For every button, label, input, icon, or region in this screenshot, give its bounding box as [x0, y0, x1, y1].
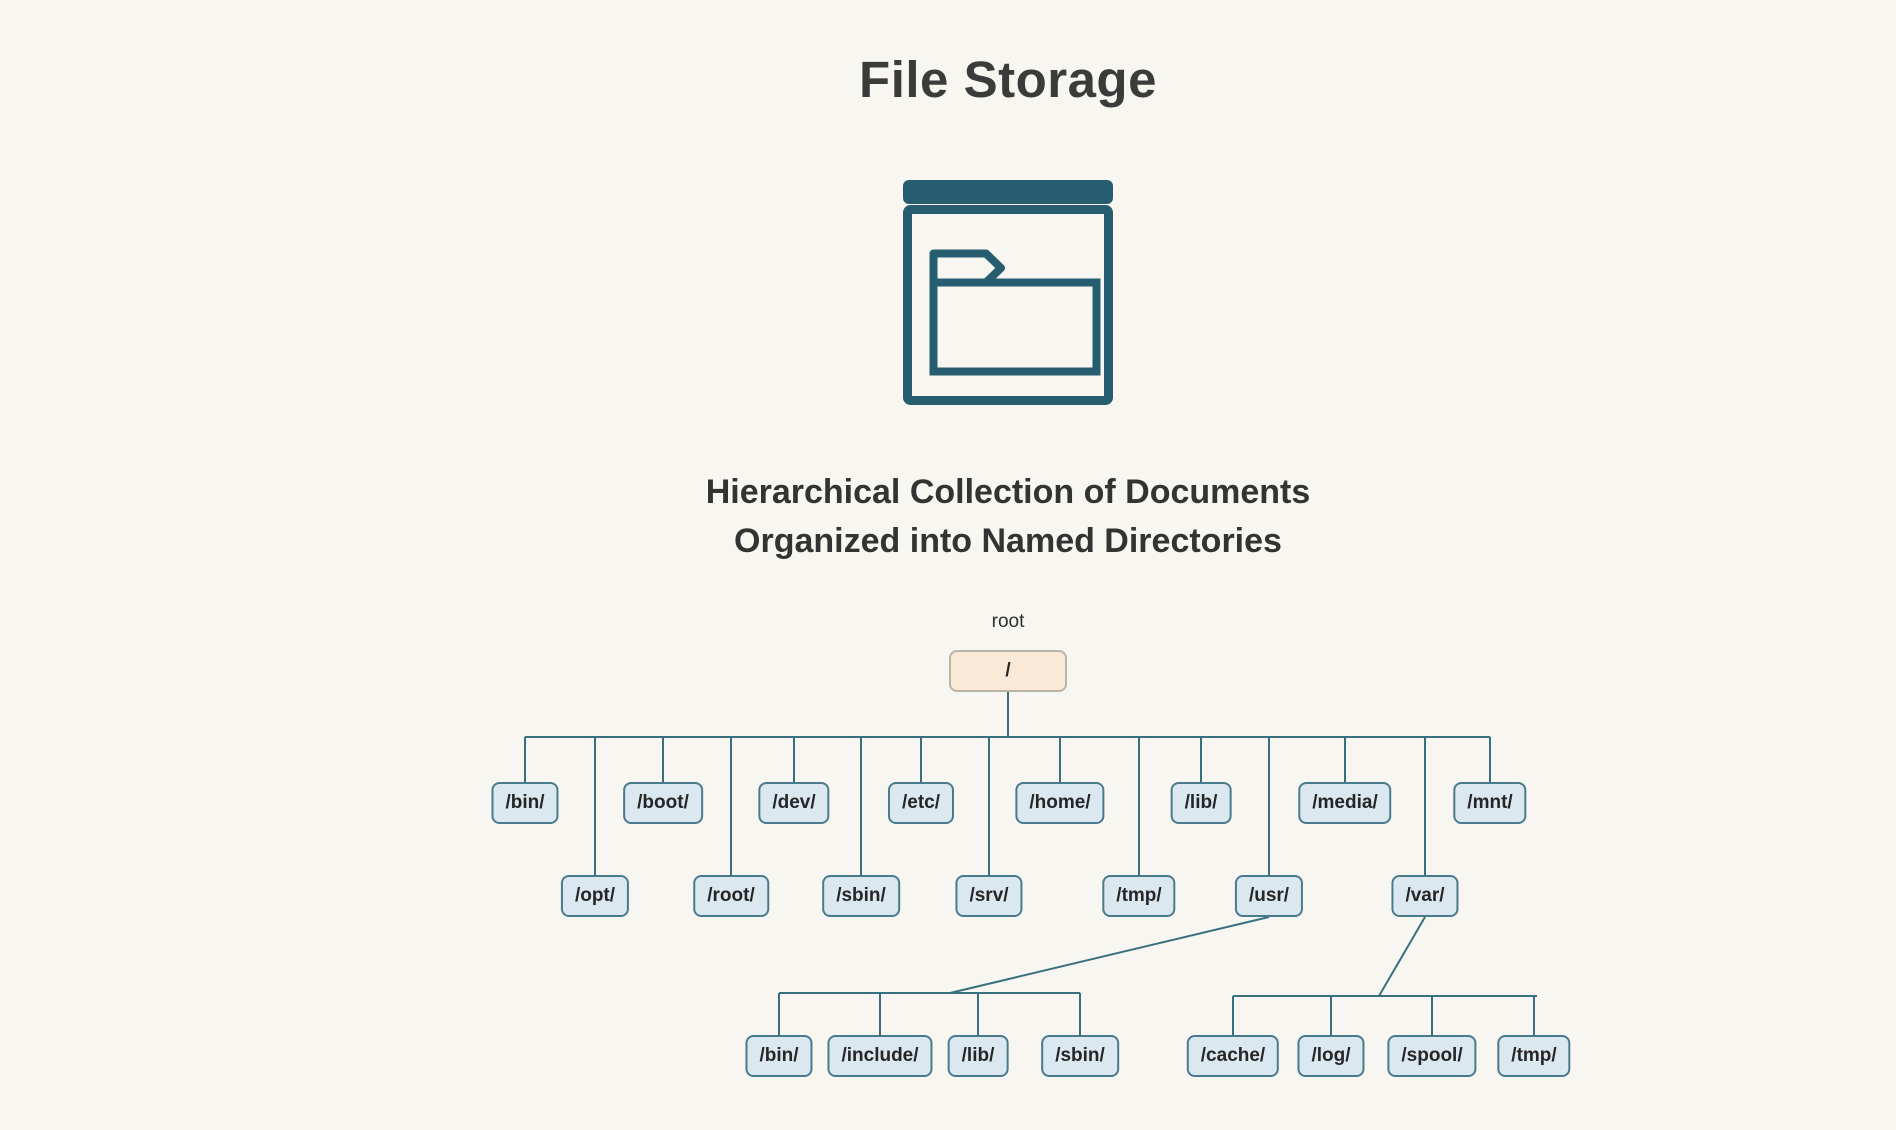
var-child-cache-node: /cache/: [1186, 1035, 1280, 1077]
root-child-sbin-node: /sbin/: [822, 875, 900, 917]
root-child-root-node: /root/: [693, 875, 769, 917]
var-child-spool-node: /spool/: [1387, 1035, 1477, 1077]
var-child-log-node: /log/: [1297, 1035, 1365, 1077]
connector-line: [1378, 916, 1426, 997]
root-node: /: [949, 650, 1067, 692]
subtitle-line-1: Hierarchical Collection of Documents: [705, 473, 1311, 511]
connector-line: [949, 916, 1270, 994]
root-child-usr-node: /usr/: [1234, 875, 1304, 917]
root-child-lib-node: /lib/: [1170, 782, 1232, 824]
subtitle: Hierarchical Collection of Documents Org…: [706, 468, 1311, 566]
subtitle-line-2: Organized into Named Directories: [734, 522, 1282, 560]
root-child-var-node: /var/: [1391, 875, 1459, 917]
usr-child-sbin-node: /sbin/: [1041, 1035, 1119, 1077]
folder-window-icon: [902, 180, 1114, 406]
usr-child-bin-node: /bin/: [745, 1035, 813, 1077]
root-child-boot-node: /boot/: [623, 782, 703, 824]
root-caption: root: [991, 611, 1025, 632]
root-child-dev-node: /dev/: [758, 782, 830, 824]
page-title: File Storage: [859, 51, 1157, 108]
root-child-bin-node: /bin/: [491, 782, 559, 824]
var-child-tmp-node: /tmp/: [1497, 1035, 1571, 1077]
usr-child-include-node: /include/: [827, 1035, 933, 1077]
root-child-tmp-node: /tmp/: [1102, 875, 1176, 917]
root-child-home-node: /home/: [1015, 782, 1105, 824]
root-child-etc-node: /etc/: [887, 782, 955, 824]
root-child-mnt-node: /mnt/: [1453, 782, 1527, 824]
root-child-srv-node: /srv/: [955, 875, 1023, 917]
usr-child-lib-node: /lib/: [947, 1035, 1009, 1077]
root-child-media-node: /media/: [1298, 782, 1392, 824]
folder-window-icon-svg: [903, 180, 1113, 405]
root-child-opt-node: /opt/: [560, 875, 630, 917]
